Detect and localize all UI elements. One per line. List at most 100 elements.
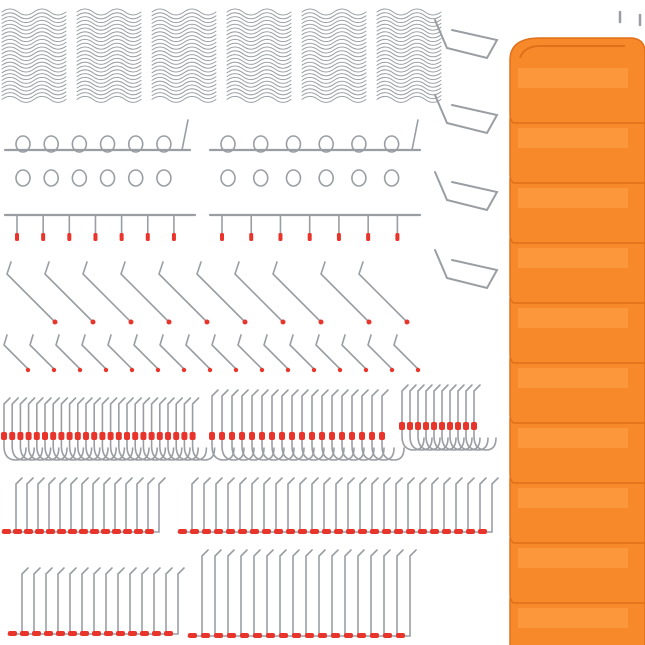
red-tip-icon (181, 432, 188, 440)
spring-clip-icon (226, 88, 292, 96)
j-hook-icon (60, 397, 85, 461)
spring-clip-icon (301, 92, 367, 100)
red-tip-icon (9, 432, 16, 440)
red-tip-icon (439, 422, 445, 430)
red-tip-icon (190, 529, 199, 534)
l-hook-icon (317, 549, 339, 637)
red-tip-icon (349, 432, 355, 440)
spring-clip-icon (76, 61, 142, 69)
spring-clip-icon (376, 12, 442, 20)
red-tip-icon (366, 233, 371, 241)
red-tip-icon (369, 432, 375, 440)
ring-icon (127, 135, 144, 153)
ring-icon (285, 169, 302, 187)
red-tip-icon (171, 233, 176, 241)
red-tip-icon (359, 432, 365, 440)
spring-clip-icon (226, 23, 292, 31)
red-tip-icon (280, 319, 286, 325)
l-hook-icon (395, 549, 417, 637)
spring-clip-icon (226, 54, 292, 62)
red-tip-icon (128, 631, 137, 636)
l-hook-icon (7, 567, 29, 635)
red-tip-icon (339, 432, 345, 440)
spring-clip-icon (226, 50, 292, 58)
spring-clip-icon (301, 95, 367, 103)
l-hook-icon (393, 477, 415, 533)
red-tip-icon (214, 529, 223, 534)
spring-clip-icon (1, 19, 67, 27)
spring-clip-icon (1, 16, 67, 24)
ring-icon (15, 169, 31, 187)
red-tip-icon (201, 633, 210, 638)
j-hook-icon (371, 389, 395, 461)
j-hook-icon (3, 397, 27, 461)
red-tip-icon (35, 529, 44, 534)
spring-clip-icon (1, 27, 67, 35)
spring-clip-icon (376, 69, 442, 77)
spring-clip-icon (301, 76, 367, 84)
red-tip-icon (220, 233, 224, 241)
spring-clip-icon (76, 31, 142, 39)
red-tip-icon (123, 529, 132, 534)
l-hook-icon (31, 567, 53, 635)
l-hook-icon (465, 477, 487, 533)
spring-clip-icon (301, 80, 367, 88)
long-hook-icon (120, 261, 170, 323)
red-tip-icon (79, 529, 88, 534)
spring-clip-icon (151, 19, 217, 27)
spring-clip-icon (376, 54, 442, 62)
l-hook-icon (226, 549, 248, 637)
l-hook-icon (297, 477, 319, 533)
spring-clip-icon (376, 38, 442, 46)
spring-clip-icon (1, 80, 67, 88)
red-tip-icon (83, 432, 89, 440)
red-tip-icon (209, 432, 215, 440)
red-tip-icon (331, 633, 340, 638)
l-hook-icon (285, 477, 307, 533)
spring-clip-icon (76, 38, 142, 46)
spring-clip-icon (76, 73, 142, 81)
j-hook-icon (134, 397, 158, 461)
red-tip-icon (92, 631, 101, 636)
ring-icon (383, 169, 400, 187)
j-hook-icon (44, 397, 68, 461)
spring-clip-icon (1, 92, 67, 100)
red-tip-icon (13, 529, 22, 534)
red-tip-icon (2, 529, 11, 534)
l-hook-icon (19, 567, 41, 635)
storage-bin (509, 37, 645, 124)
spring-clip-icon (151, 76, 217, 84)
spring-clip-icon (151, 50, 217, 58)
spring-clip-icon (226, 12, 292, 20)
red-tip-icon (259, 432, 265, 440)
red-tip-icon (124, 432, 130, 440)
red-tip-icon (430, 529, 439, 534)
red-tip-icon (253, 633, 262, 638)
j-hook-icon (433, 384, 457, 451)
ring-icon (351, 169, 367, 187)
spring-clip-icon (301, 50, 367, 58)
red-tip-icon (336, 233, 341, 241)
red-tip-icon (188, 633, 197, 638)
spring-clip-icon (1, 54, 67, 62)
red-tip-icon (219, 432, 225, 440)
red-tip-icon (274, 529, 283, 534)
red-tip-icon (307, 233, 312, 241)
spring-clip-icon (151, 42, 217, 50)
spring-clip-icon (376, 73, 442, 81)
red-tip-icon (128, 319, 134, 325)
l-hook-icon (151, 567, 173, 635)
spring-clip-icon (376, 46, 442, 54)
spring-clip-icon (1, 38, 67, 46)
l-hook-icon (273, 477, 295, 533)
red-tip-icon (279, 633, 288, 638)
red-tip-icon (227, 633, 236, 638)
spring-clip-icon (76, 50, 142, 58)
spring-clip-icon (76, 23, 142, 31)
red-tip-icon (292, 633, 301, 638)
red-tip-icon (178, 529, 187, 534)
spring-clip-icon (376, 19, 442, 27)
spring-clip-stack (76, 8, 142, 103)
red-tip-icon (90, 319, 96, 325)
red-tip-icon (148, 432, 155, 440)
